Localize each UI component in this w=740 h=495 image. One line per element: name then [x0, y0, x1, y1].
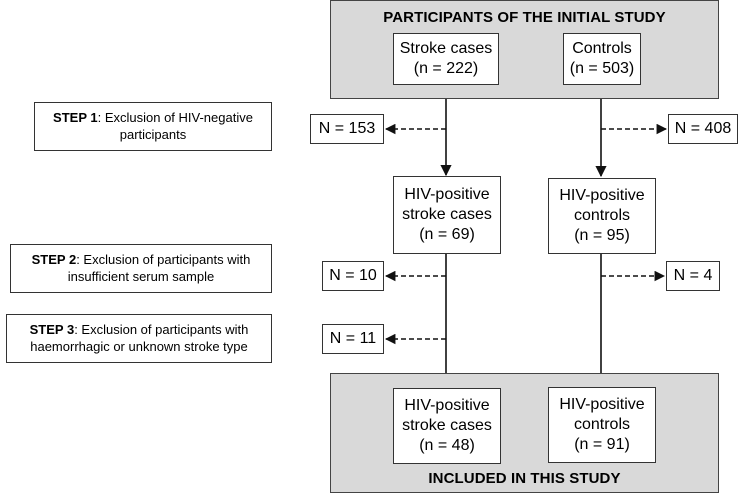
hiv-positive-controls-line2: controls	[573, 207, 631, 224]
stroke-cases-label: Stroke cases	[399, 40, 493, 57]
exclusion-step3-cases: N = 11	[322, 324, 384, 354]
step-1-text: : Exclusion of HIV-negative	[97, 110, 253, 126]
hiv-positive-cases-line1: HIV-positive	[404, 186, 490, 203]
step-1-title: STEP 1	[53, 110, 98, 126]
step-3-text-2: haemorrhagic or unknown stroke type	[30, 338, 248, 354]
step-1-text-2: participants	[119, 126, 187, 142]
controls-label: Controls	[572, 40, 632, 57]
step-2-box: STEP 2: Exclusion of participants with i…	[10, 244, 272, 293]
exclusion-step2-cases: N = 10	[322, 261, 384, 291]
exclusion-step1-cases: N = 153	[310, 114, 384, 144]
controls-box: Controls (n = 503)	[563, 33, 641, 85]
included-study-group: INCLUDED IN THIS STUDY	[330, 373, 719, 493]
included-study-title: INCLUDED IN THIS STUDY	[428, 470, 621, 487]
step-2-title: STEP 2	[31, 252, 77, 268]
included-cases-box: HIV-positive stroke cases (n = 48)	[393, 388, 501, 464]
included-controls-box: HIV-positive controls (n = 91)	[548, 387, 656, 463]
hiv-positive-cases-box: HIV-positive stroke cases (n = 69)	[393, 176, 501, 254]
stroke-cases-box: Stroke cases (n = 222)	[393, 33, 499, 85]
hiv-positive-cases-line2: stroke cases	[402, 206, 492, 223]
step-1-box: STEP 1: Exclusion of HIV-negative partic…	[34, 102, 272, 151]
initial-study-title: PARTICIPANTS OF THE INITIAL STUDY	[383, 9, 666, 26]
included-controls-count: (n = 91)	[574, 436, 630, 453]
step-2-text: : Exclusion of participants with	[76, 252, 251, 268]
hiv-positive-controls-count: (n = 95)	[574, 227, 630, 244]
step-2-text-2: insufficient serum sample	[67, 268, 215, 284]
stroke-cases-count: (n = 222)	[413, 60, 479, 77]
step-3-box: STEP 3: Exclusion of participants with h…	[6, 314, 272, 363]
hiv-positive-cases-count: (n = 69)	[419, 226, 475, 243]
included-cases-count: (n = 48)	[419, 437, 475, 454]
exclusion-step1-controls: N = 408	[668, 114, 738, 144]
step-3-text: : Exclusion of participants with	[74, 322, 249, 338]
hiv-positive-controls-line1: HIV-positive	[559, 187, 645, 204]
step-3-title: STEP 3	[29, 322, 75, 338]
initial-study-group: PARTICIPANTS OF THE INITIAL STUDY	[330, 0, 719, 99]
exclusion-step2-controls: N = 4	[666, 261, 720, 291]
included-cases-line1: HIV-positive	[404, 397, 490, 414]
included-cases-line2: stroke cases	[402, 417, 492, 434]
hiv-positive-controls-box: HIV-positive controls (n = 95)	[548, 178, 656, 254]
included-controls-line1: HIV-positive	[559, 396, 645, 413]
controls-count: (n = 503)	[569, 60, 635, 77]
included-controls-line2: controls	[573, 416, 631, 433]
